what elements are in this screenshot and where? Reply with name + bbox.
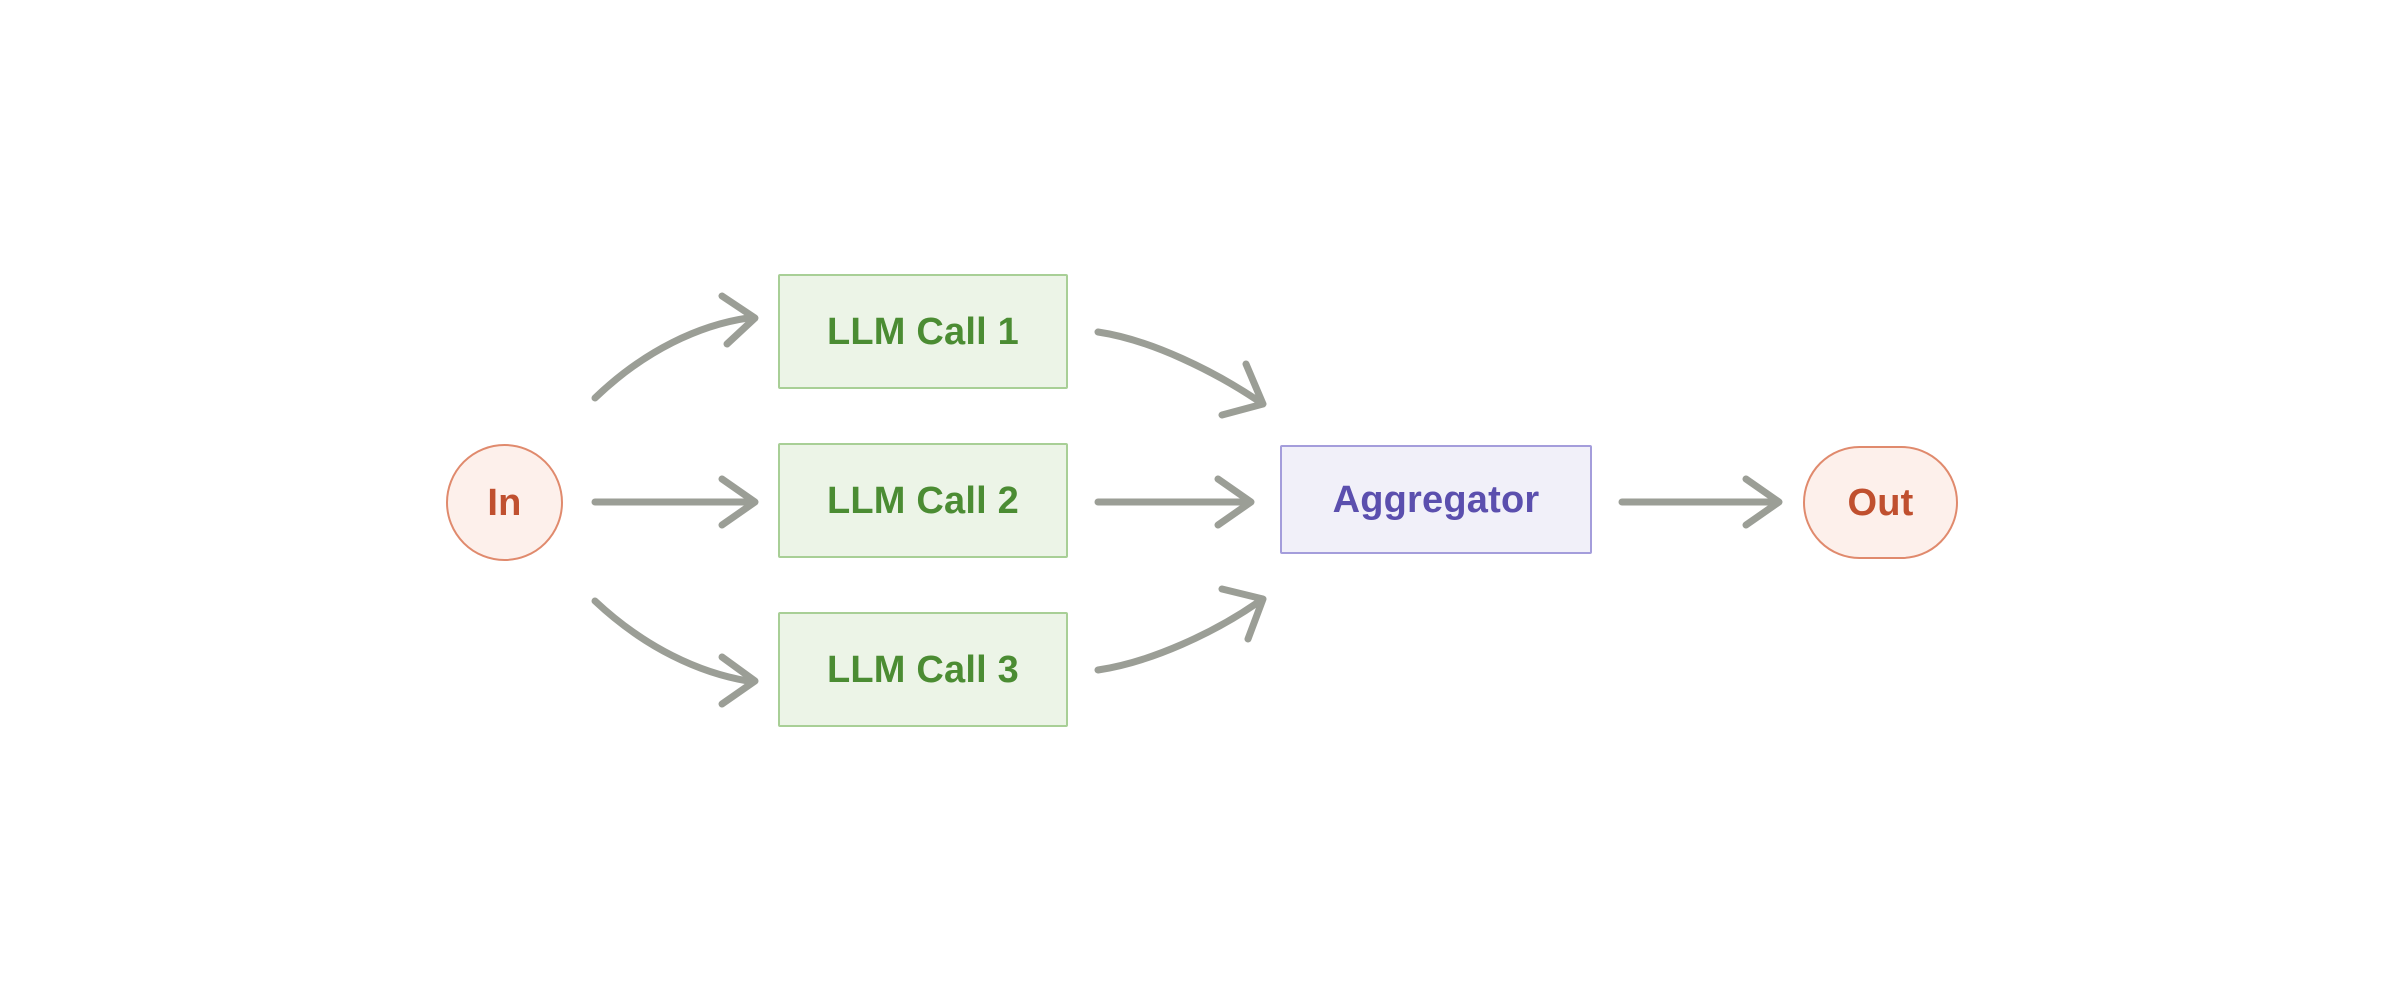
edge-llm-call-3-to-aggregator	[1094, 585, 1267, 674]
edge-in-to-llm-call-2	[591, 475, 759, 529]
node-llm-call-1[interactable]: LLM Call 1	[778, 274, 1068, 389]
edge-in-to-llm-call-3	[591, 597, 759, 708]
node-llm-call-2[interactable]: LLM Call 2	[778, 443, 1068, 558]
node-output-label: Out	[1847, 481, 1914, 524]
node-input[interactable]: In	[446, 444, 563, 561]
node-aggregator-label: Aggregator	[1332, 478, 1540, 521]
edge-in-to-llm-call-1	[591, 292, 759, 402]
node-llm-call-3[interactable]: LLM Call 3	[778, 612, 1068, 727]
node-llm-call-2-label: LLM Call 2	[826, 479, 1020, 522]
node-input-label: In	[487, 481, 522, 524]
node-output[interactable]: Out	[1803, 446, 1958, 559]
node-aggregator[interactable]: Aggregator	[1280, 445, 1592, 554]
edge-aggregator-to-out	[1618, 475, 1783, 529]
edge-llm-call-2-to-aggregator	[1094, 475, 1255, 529]
node-llm-call-3-label: LLM Call 3	[826, 648, 1020, 691]
node-llm-call-1-label: LLM Call 1	[826, 310, 1020, 353]
edge-llm-call-1-to-aggregator	[1094, 328, 1267, 419]
